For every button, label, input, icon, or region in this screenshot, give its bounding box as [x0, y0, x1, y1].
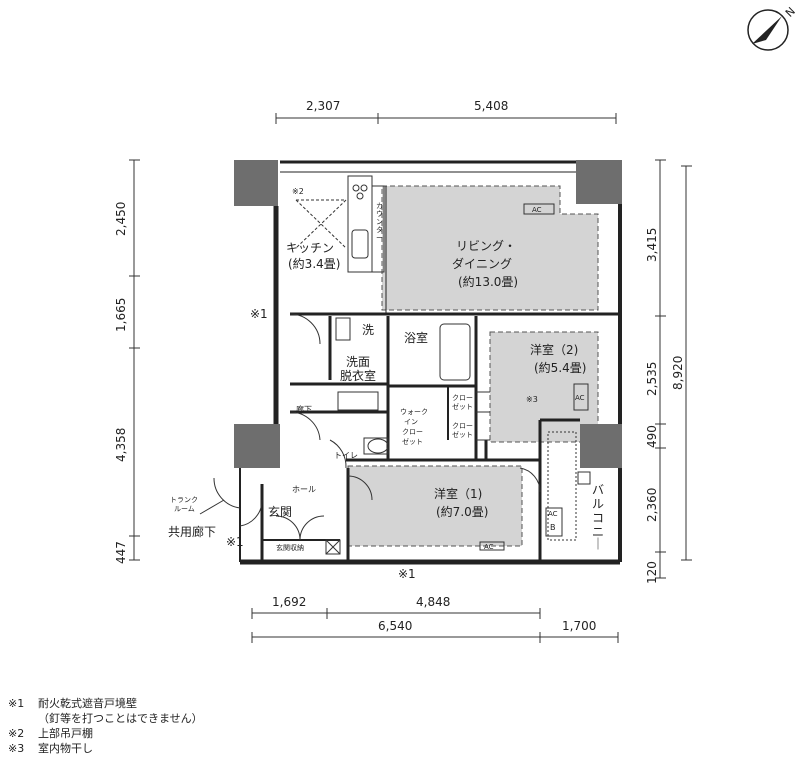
kitchen-size: (約3.4畳): [288, 256, 340, 271]
shared-corridor-label: 共用廊下: [168, 524, 216, 539]
dim-top-2: 5,408: [474, 99, 508, 113]
balcony-char-2: ル: [592, 497, 604, 511]
western2-floor: [489, 331, 599, 443]
dim-bottom-2: 4,848: [416, 595, 450, 609]
dim-right-5: 120: [645, 561, 659, 584]
western2-size: (約5.4畳): [534, 360, 586, 375]
dim-bottom-3: 6,540: [378, 619, 412, 633]
balcony-char-5: ｜: [592, 537, 604, 551]
balcony-char-4: ニ: [592, 525, 604, 539]
mark2-kitchen: ※2: [292, 187, 304, 196]
trunk-room-label-2: ルーム: [174, 505, 195, 513]
dim-right-4: 2,360: [645, 488, 659, 522]
dim-bottom-4: 1,700: [562, 619, 596, 633]
ac-label-western2: AC: [575, 394, 585, 402]
dim-left-3: 4,358: [114, 428, 128, 462]
note-text-1: 耐火乾式遮音戸境壁: [38, 697, 137, 710]
notes: ※1 耐火乾式遮音戸境壁 （釘等を打つことはできません） ※2 上部吊戸棚 ※3 室内…: [8, 696, 203, 756]
note-row-2: （釘等を打つことはできません）: [8, 711, 203, 726]
counter-char-4: タ: [376, 225, 383, 234]
corridor-label: 廊下: [296, 404, 312, 414]
walkin-label-3: クロー: [402, 428, 423, 436]
ac-label-balcony: AC: [548, 510, 558, 518]
dim-right-1: 3,415: [645, 228, 659, 262]
hall-label: ホール: [292, 485, 316, 494]
living-dining-floor: [381, 185, 599, 311]
living-label-1: リビング・: [456, 239, 516, 253]
counter-char-2: ウ: [376, 210, 383, 218]
closet-lower-1: クロー: [452, 422, 473, 430]
shoe-storage-label: 玄関収納: [276, 543, 304, 552]
note-mark-1: ※1: [8, 697, 25, 710]
entrance-label: 玄関: [268, 504, 292, 519]
dim-left-2: 1,665: [114, 298, 128, 332]
western2-label: 洋室（2): [530, 342, 578, 357]
wash-label: 洗: [362, 323, 374, 337]
note-text-3: 上部吊戸棚: [38, 727, 93, 740]
western1-label: 洋室（1): [434, 486, 482, 501]
western1-floor: [347, 465, 523, 547]
kitchen-label: キッチン: [286, 241, 334, 255]
note-text-2: （釘等を打つことはできません）: [38, 712, 203, 725]
mark1-bottom: ※1: [398, 567, 416, 581]
counter-char-1: カ: [376, 202, 383, 210]
dim-right-total: 8,920: [671, 356, 685, 390]
bath-label: 浴室: [404, 330, 428, 345]
dim-right-3: 490: [645, 425, 659, 448]
closet-upper-1: クロー: [452, 394, 473, 402]
note-mark-3: ※2: [8, 727, 25, 740]
note-row-1: ※1 耐火乾式遮音戸境壁: [8, 696, 203, 711]
dim-left-1: 2,450: [114, 202, 128, 236]
note-mark-4: ※3: [8, 742, 25, 755]
ac-label-living: AC: [532, 206, 542, 214]
toilet-label: トイレ: [334, 451, 358, 460]
counter-char-3: ン: [376, 218, 383, 226]
walkin-label-2: イン: [404, 418, 418, 426]
dim-bottom-1: 1,692: [272, 595, 306, 609]
note-text-4: 室内物干し: [38, 742, 93, 755]
closet-upper-2: ゼット: [452, 402, 473, 411]
dim-right-2: 2,535: [645, 362, 659, 396]
balcony-char-3: コ: [592, 511, 604, 525]
compass-letter: N: [783, 5, 798, 20]
counter-char-5: ー: [376, 234, 383, 242]
living-size: (約13.0畳): [458, 274, 518, 289]
mark3-western2: ※3: [526, 395, 538, 404]
note-row-4: ※3 室内物干し: [8, 741, 203, 756]
closet-lower-2: ゼット: [452, 430, 473, 439]
dim-top-1: 2,307: [306, 99, 340, 113]
walkin-label-4: ゼット: [402, 437, 423, 446]
mark1-left: ※1: [250, 307, 268, 321]
mark1-shared: ※1: [226, 535, 244, 549]
western1-size: (約7.0畳): [436, 504, 488, 519]
walkin-label-1: ウォーク: [400, 408, 428, 416]
trunk-room-label-1: トランク: [170, 496, 198, 504]
ac-label-western1: AC: [484, 543, 494, 551]
note-row-3: ※2 上部吊戸棚: [8, 726, 203, 741]
washroom-label-2: 脱衣室: [340, 368, 376, 383]
north-arrow-icon: N: [747, 5, 798, 51]
living-label-2: ダイニング: [452, 256, 512, 271]
dim-left-4: 447: [114, 541, 128, 564]
balcony-char-1: バ: [592, 483, 604, 497]
washroom-label-1: 洗面: [346, 355, 370, 369]
b-label: B: [550, 523, 556, 532]
